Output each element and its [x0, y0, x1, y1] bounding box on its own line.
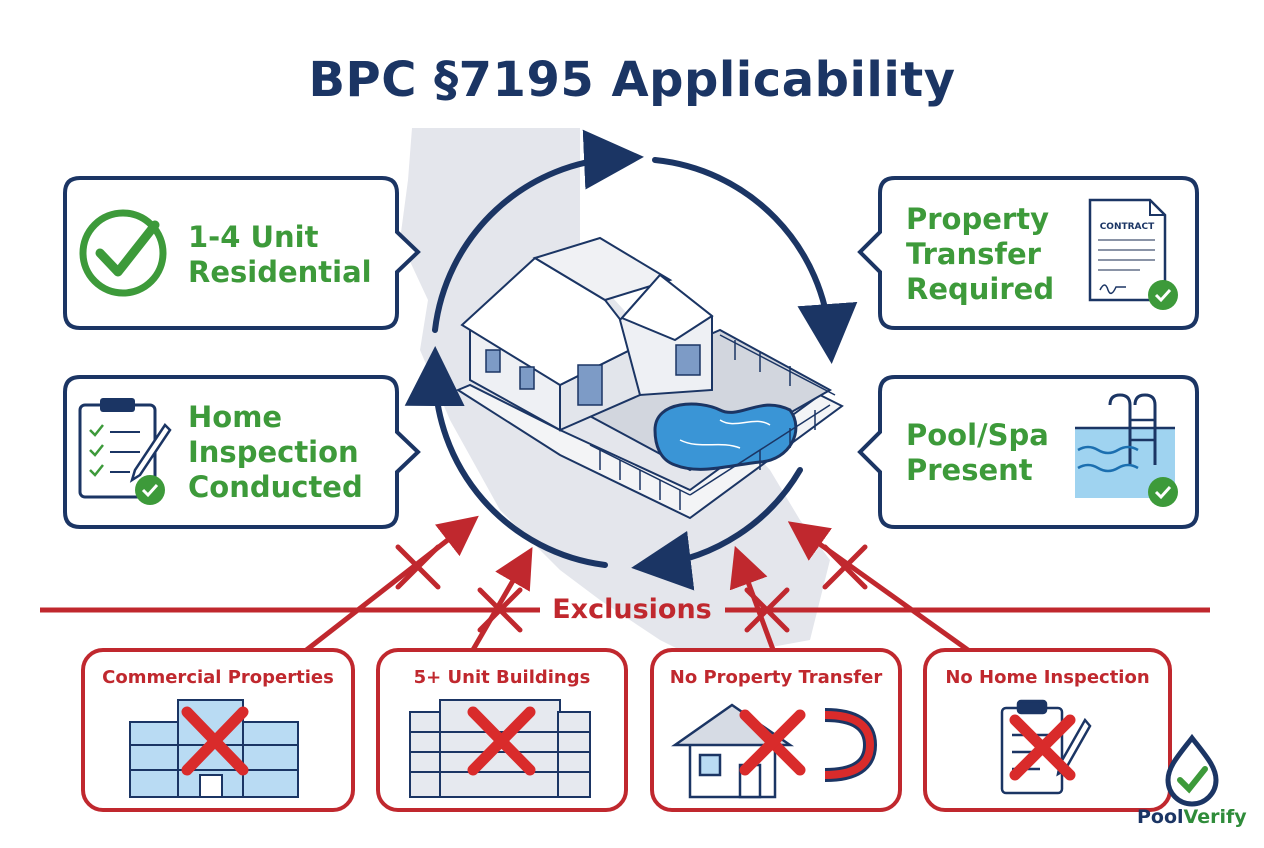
criteria-bubble-residential	[63, 176, 421, 330]
exclusions-title: Exclusions	[552, 594, 712, 625]
criteria-transfer-line2: Transfer	[906, 237, 1041, 271]
cycle-arrow-top-left	[432, 129, 644, 333]
criteria-bubble-transfer	[857, 176, 1199, 330]
red-x-icon	[1009, 714, 1076, 781]
criteria-bubble-inspection	[63, 375, 421, 529]
criteria-bubble-pool	[857, 375, 1199, 529]
red-x-icon	[181, 706, 249, 776]
blocked-x-marks	[395, 544, 868, 633]
criteria-inspection-line2: Inspection	[188, 435, 359, 469]
checkmark-circle-icon	[79, 209, 167, 297]
criteria-transfer-line1: Property	[906, 202, 1049, 236]
clipboard-icon	[78, 398, 172, 505]
exclusion-box-no-transfer	[650, 648, 902, 812]
criteria-residential-line2: Residential	[188, 255, 372, 289]
criteria-pool-line2: Present	[906, 453, 1033, 487]
criteria-inspection-text: Home Inspection Conducted	[188, 400, 363, 505]
red-x-icon	[467, 706, 536, 776]
brand-name-part1: Pool	[1137, 806, 1184, 828]
blocked-arrow-commercial	[298, 515, 479, 657]
red-x-icon	[739, 709, 806, 776]
criteria-transfer-text: Property Transfer Required	[906, 202, 1054, 307]
house-with-pool-illustration	[455, 236, 844, 520]
criteria-residential-text: 1-4 Unit Residential	[188, 220, 372, 290]
cycle-arrow-bottom-right	[631, 467, 803, 591]
blocked-arrow-no-transfer	[729, 545, 778, 656]
exclusion-label-5plus: 5+ Unit Buildings	[413, 667, 591, 688]
exclusion-box-5plus	[376, 648, 628, 812]
criteria-residential-line1: 1-4 Unit	[188, 220, 319, 254]
criteria-inspection-line3: Conducted	[188, 470, 363, 504]
brand-name-part2: Verify	[1183, 806, 1247, 828]
criteria-inspection-line1: Home	[188, 400, 283, 434]
cycle-arrow-bottom-left	[404, 346, 608, 568]
exclusion-box-commercial	[81, 648, 355, 812]
criteria-pool-text: Pool/Spa Present	[906, 418, 1049, 488]
criteria-pool-line1: Pool/Spa	[906, 418, 1049, 452]
criteria-transfer-line3: Required	[906, 272, 1055, 306]
contract-document-icon	[1088, 198, 1178, 310]
exclusion-label-commercial: Commercial Properties	[102, 667, 334, 688]
poolverify-logo-icon	[1165, 733, 1219, 807]
page-title: BPC §7195 Applicability	[308, 52, 956, 108]
cycle-arrow-top-right	[652, 157, 858, 364]
contract-label: CONTRACT	[1099, 222, 1155, 232]
pen-icon	[129, 423, 172, 483]
exclusion-label-no-transfer: No Property Transfer	[669, 667, 883, 688]
exclusion-box-no-inspection	[923, 648, 1172, 812]
pool-water	[653, 402, 798, 471]
exclusion-label-no-inspection: No Home Inspection	[945, 667, 1150, 688]
pool-ladder-icon	[1075, 393, 1178, 507]
cycle-arrows	[404, 129, 858, 591]
brand-name: PoolVerify	[1137, 806, 1247, 828]
